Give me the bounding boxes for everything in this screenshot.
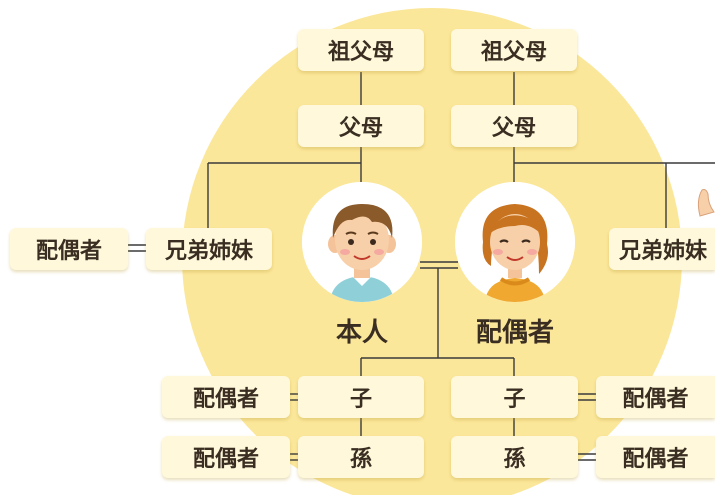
self-portrait [302, 182, 422, 302]
grandparents-right-box: 祖父母 [451, 29, 577, 71]
siblings-left-label: 兄弟姉妹 [164, 239, 253, 264]
child-right-spouse-label: 配偶者 [622, 387, 689, 412]
grandchild-left-spouse-box: 配偶者 [162, 436, 290, 478]
parents-right-label: 父母 [491, 116, 536, 141]
siblings-left-box: 兄弟姉妹 [146, 228, 272, 270]
spouse-portrait [455, 182, 575, 302]
siblings-left-spouse-label: 配偶者 [35, 239, 102, 264]
boy-avatar-icon [302, 182, 422, 302]
grandchild-right-spouse-box: 配偶者 [596, 436, 715, 478]
child-left-spouse-box: 配偶者 [162, 376, 290, 418]
woman-avatar-icon [455, 182, 575, 302]
siblings-left-spouse-box: 配偶者 [10, 228, 128, 270]
grandchild-left-spouse-label: 配偶者 [192, 447, 259, 472]
parents-left-label: 父母 [338, 116, 383, 141]
grandparents-left-box: 祖父母 [298, 29, 424, 71]
child-left-spouse-label: 配偶者 [192, 387, 259, 412]
siblings-right-box: 兄弟姉妹 [609, 228, 715, 270]
grandchild-left-label: 孫 [349, 447, 372, 472]
child-right-label: 子 [503, 387, 526, 412]
siblings-right-label: 兄弟姉妹 [619, 239, 708, 264]
grandparents-left-label: 祖父母 [327, 40, 394, 65]
child-left-label: 子 [349, 387, 372, 412]
grandchild-right-label: 孫 [503, 447, 526, 472]
self-label: 本人 [335, 318, 388, 348]
grandchild-right-spouse-label: 配偶者 [622, 447, 689, 472]
child-right-spouse-box: 配偶者 [596, 376, 715, 418]
pointing-hand-icon [697, 189, 715, 217]
parents-right-box: 父母 [451, 105, 577, 147]
grandchild-right-box: 孫 [451, 436, 578, 478]
grandparents-right-label: 祖父母 [480, 40, 547, 65]
spouse-label: 配偶者 [475, 318, 554, 348]
child-right-box: 子 [451, 376, 578, 418]
child-left-box: 子 [298, 376, 424, 418]
parents-left-box: 父母 [298, 105, 424, 147]
grandchild-left-box: 孫 [298, 436, 424, 478]
